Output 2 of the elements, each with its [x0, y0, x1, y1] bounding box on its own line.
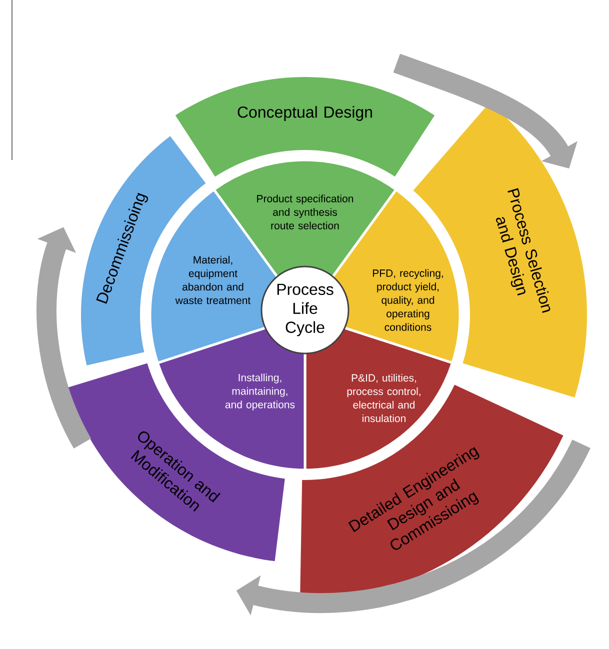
- ring-segment: Conceptual Design: [175, 77, 435, 177]
- node-label: Conceptual Design: [238, 106, 372, 121]
